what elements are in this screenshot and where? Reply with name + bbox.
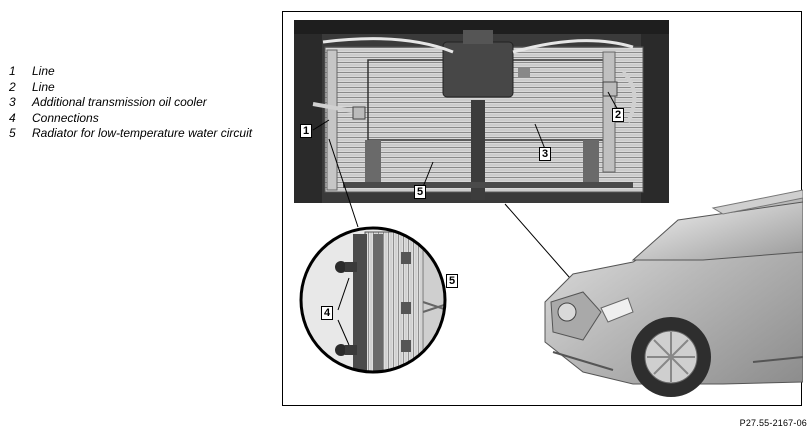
legend-item: 2 Line bbox=[9, 80, 269, 96]
legend-number: 1 bbox=[9, 64, 16, 78]
legend-text: Line bbox=[32, 79, 55, 94]
radiator-photo bbox=[294, 20, 669, 203]
legend-number: 4 bbox=[9, 110, 16, 125]
legend-text: Connections bbox=[32, 110, 99, 125]
legend-item: 3 Additional transmission oil cooler bbox=[9, 95, 269, 111]
legend-text: Line bbox=[32, 64, 55, 78]
figure-frame: 1 2 3 5 4 5 bbox=[282, 11, 803, 406]
callout-5-top: 5 bbox=[414, 185, 427, 199]
callout-5-detail: 5 bbox=[446, 274, 459, 288]
legend-item: 4 Connections bbox=[9, 111, 269, 127]
legend-item: 5 Radiator for low-temperature water cir… bbox=[9, 126, 269, 142]
detail-view bbox=[299, 226, 447, 374]
legend-number: 2 bbox=[9, 79, 16, 94]
figure-reference: P27.55-2167-06 bbox=[739, 418, 807, 428]
legend-text: Additional transmission oil cooler bbox=[32, 95, 207, 109]
callout-3: 3 bbox=[539, 147, 552, 161]
callout-4: 4 bbox=[321, 306, 334, 320]
figure-illustration bbox=[294, 20, 803, 397]
leader-lines bbox=[312, 91, 620, 303]
legend-number: 5 bbox=[9, 126, 16, 140]
callout-1: 1 bbox=[300, 124, 313, 138]
legend-text: Radiator for low-temperature water circu… bbox=[32, 126, 253, 140]
callout-2: 2 bbox=[612, 108, 625, 122]
vehicle-illustration bbox=[544, 189, 803, 397]
legend-number: 3 bbox=[9, 95, 16, 109]
legend-item: 1 Line bbox=[9, 64, 269, 80]
legend: 1 Line 2 Line 3 Additional transmission … bbox=[9, 64, 269, 142]
